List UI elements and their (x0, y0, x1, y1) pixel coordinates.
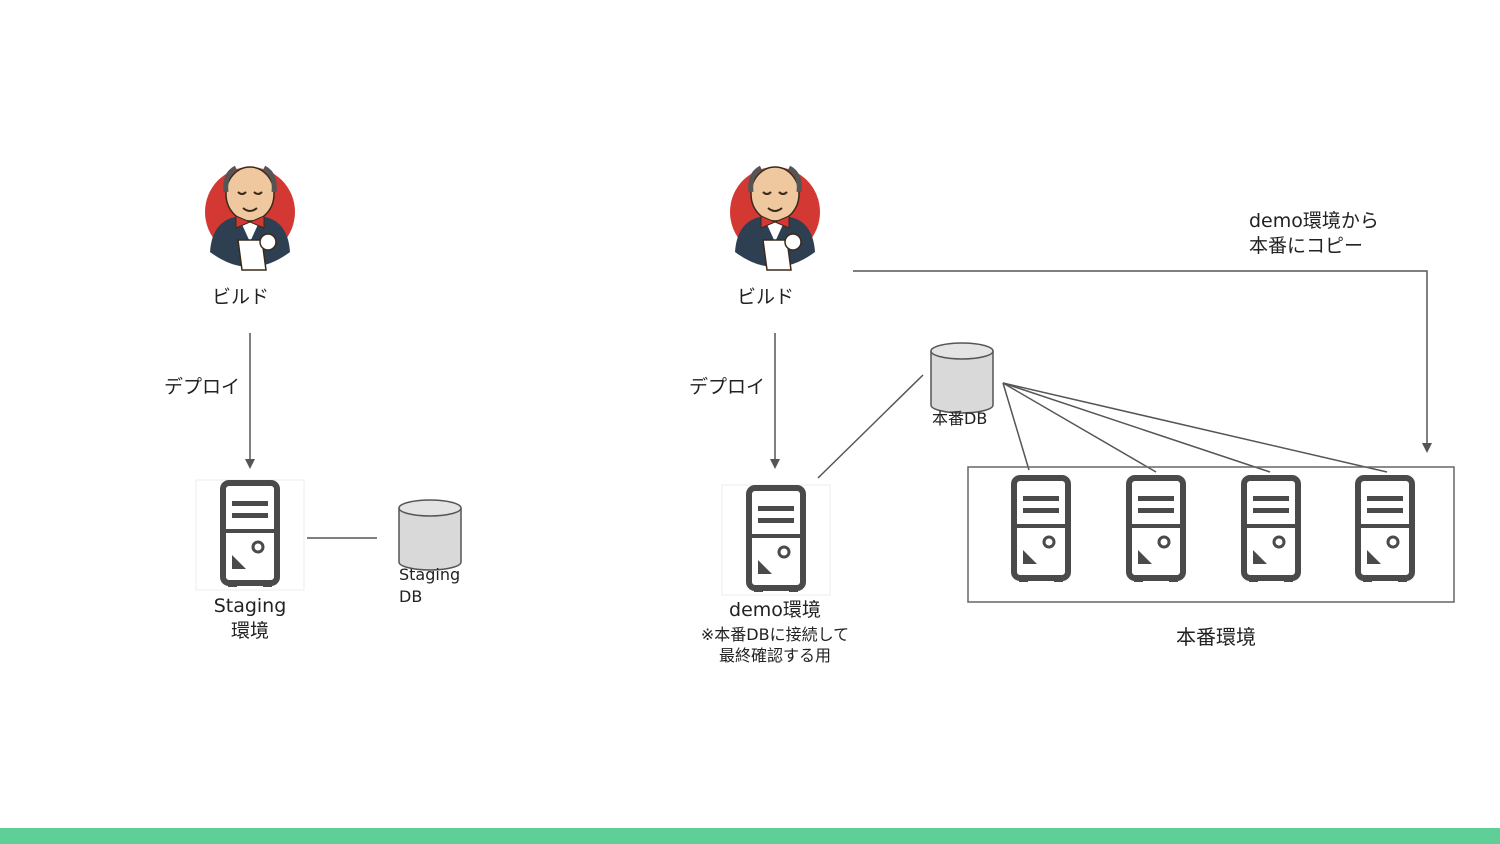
prod-server-icon (1358, 478, 1412, 582)
prod-server-icon (1244, 478, 1298, 582)
prod-env-box (968, 467, 1454, 602)
copy-label: demo環境から 本番にコピー (1249, 209, 1379, 258)
demo-db-line (818, 375, 923, 478)
prod-db-line (1003, 383, 1270, 472)
database-icon (399, 500, 461, 570)
server-frame (196, 480, 304, 590)
deploy-label: デプロイ (164, 375, 240, 400)
prod-server-icon (1014, 478, 1068, 582)
jenkins-butler-icon (730, 167, 820, 270)
prod-server-icon (1129, 478, 1183, 582)
prod-env-label: 本番環境 (1136, 624, 1296, 650)
build-label: ビルド (212, 285, 269, 310)
build-label: ビルド (737, 285, 794, 310)
staging-env-label: Staging 環境 (200, 594, 300, 643)
demo-env-note: ※本番DBに接続して 最終確認する用 (685, 625, 865, 667)
staging-db-label: Staging DB (399, 564, 460, 609)
prod-db-label: 本番DB (932, 409, 987, 430)
demo-env-label: demo環境 (690, 598, 860, 623)
accent-bar (0, 828, 1500, 844)
deploy-label: デプロイ (689, 375, 765, 400)
server-frame (722, 485, 830, 595)
jenkins-butler-icon (205, 167, 295, 270)
prod-db-line (1003, 383, 1387, 472)
prod-database-icon (931, 343, 993, 413)
